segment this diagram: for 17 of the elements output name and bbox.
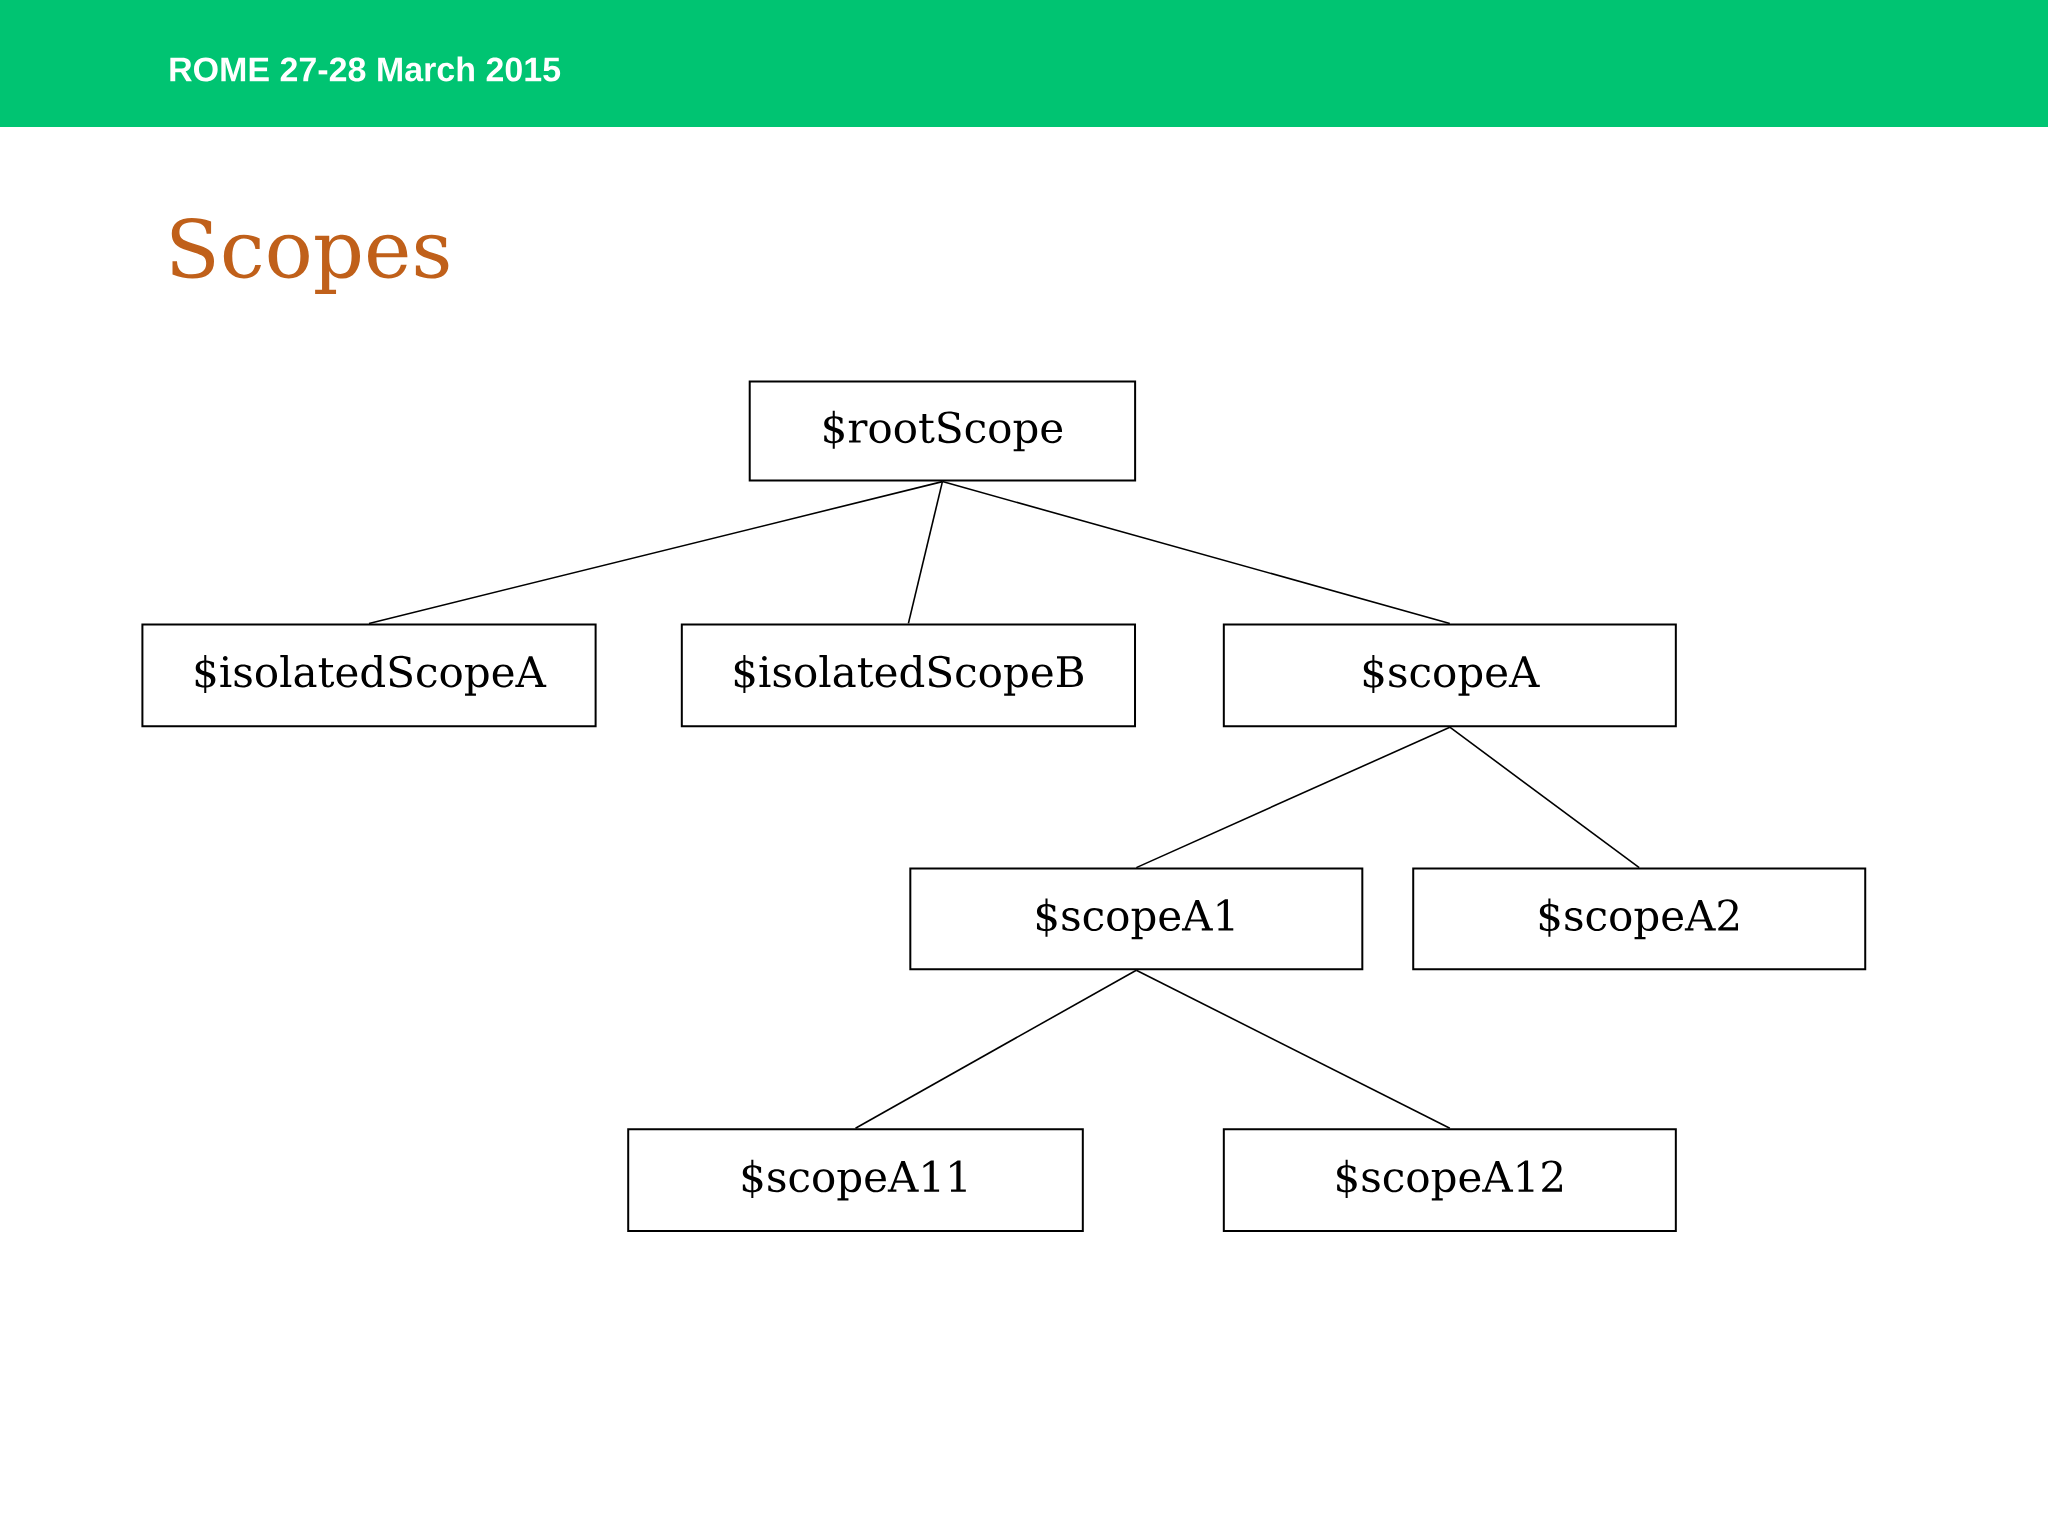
connector-line bbox=[1449, 726, 1640, 869]
connector-line bbox=[368, 480, 944, 625]
scope-box: $scopeA1 bbox=[909, 867, 1364, 971]
scope-box: $scopeA12 bbox=[1222, 1128, 1677, 1232]
slide-title: Scopes bbox=[171, 218, 449, 294]
connector-line bbox=[854, 969, 1138, 1129]
scope-box: $rootScope bbox=[748, 380, 1137, 482]
connector-line bbox=[1135, 969, 1451, 1129]
scope-box: $scopeA11 bbox=[627, 1128, 1084, 1232]
scope-box: $scopeA bbox=[1222, 623, 1677, 728]
connector-line bbox=[907, 480, 944, 625]
scope-box: $isolatedScopeB bbox=[680, 623, 1136, 728]
header-text: ROME 27-28 March 2015 bbox=[170, 56, 561, 82]
scope-box: $scopeA2 bbox=[1412, 867, 1867, 971]
scope-box: $isolatedScopeA bbox=[141, 623, 597, 728]
connector-line bbox=[941, 480, 1451, 625]
connector-line bbox=[1135, 726, 1451, 869]
